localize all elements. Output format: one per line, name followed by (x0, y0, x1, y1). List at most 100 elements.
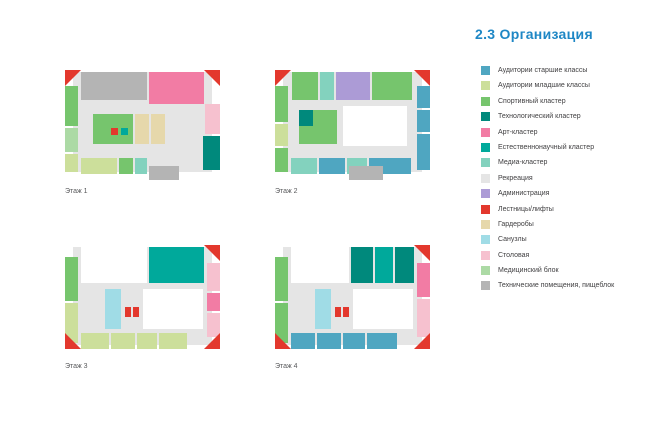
legend-item-cloak: Гардеробы (481, 219, 614, 229)
legend-item-stairs: Лестницы/лифты (481, 204, 614, 214)
block-art (207, 293, 220, 311)
block-science (149, 247, 204, 283)
legend-label: Арт-кластер (498, 128, 538, 136)
block-stairs (111, 128, 118, 135)
block-senior (417, 86, 430, 108)
floor-4: Этаж 4 (275, 245, 430, 375)
block-junior (65, 303, 78, 343)
legend-label: Технологический кластер (498, 113, 581, 121)
block-tech (351, 247, 373, 283)
legend-swatch-medical (481, 266, 490, 276)
block-science (375, 247, 393, 283)
block-sports (292, 72, 318, 100)
legend-swatch-admin (481, 189, 490, 199)
block-senior (417, 134, 430, 170)
legend-item-wc: Санузлы (481, 235, 614, 245)
block-senior (291, 333, 315, 349)
legend-item-sports: Спортивный кластер (481, 96, 614, 106)
legend-swatch-wc (481, 235, 490, 245)
block-tech (299, 110, 313, 126)
block-stairs (343, 307, 349, 317)
legend-label: Технические помещения, пищеблок (498, 282, 615, 290)
legend-item-technical: Технические помещения, пищеблок (481, 281, 615, 291)
block-wc (105, 289, 121, 329)
block-white (143, 289, 203, 329)
block-media (135, 158, 147, 174)
block-technical (349, 166, 383, 180)
block-white (81, 247, 147, 283)
legend-label: Гардеробы (498, 220, 534, 228)
legend-item-art: Арт-кластер (481, 127, 614, 137)
block-sports (275, 86, 288, 122)
legend-item-dining: Столовая (481, 250, 614, 260)
block-white (291, 247, 349, 283)
block-dining (207, 313, 220, 337)
block-junior (111, 333, 135, 349)
floor-plan-4 (275, 245, 430, 349)
block-wc (315, 289, 331, 329)
legend-item-recreation: Рекреация (481, 173, 614, 183)
legend-label: Санузлы (498, 236, 527, 244)
block-sports (119, 158, 133, 174)
legend-swatch-sports (481, 96, 490, 106)
block-tech (395, 247, 414, 283)
block-dining (207, 263, 220, 291)
block-junior (81, 158, 117, 174)
floor-2: Этаж 2 (275, 70, 430, 200)
legend-label: Рекреация (498, 174, 533, 182)
floor-3: Этаж 3 (65, 245, 220, 375)
block-tech (203, 136, 220, 170)
block-sports (275, 303, 288, 343)
legend-label: Лестницы/лифты (498, 205, 554, 213)
legend-swatch-science (481, 142, 490, 152)
floor-label: Этаж 3 (65, 363, 88, 370)
legend-swatch-junior (481, 81, 490, 91)
block-art (149, 72, 204, 104)
legend-label: Спортивный кластер (498, 97, 566, 105)
block-cloak (151, 114, 165, 144)
legend-swatch-dining (481, 250, 490, 260)
block-senior (317, 333, 341, 349)
block-admin (336, 72, 370, 100)
block-dining (417, 299, 430, 337)
legend-item-tech: Технологический кластер (481, 112, 614, 122)
block-sports (65, 86, 78, 126)
floor-label: Этаж 2 (275, 188, 298, 195)
legend-swatch-media (481, 158, 490, 168)
floor-plan-1 (65, 70, 220, 180)
block-cloak (135, 114, 149, 144)
block-sports (275, 148, 288, 172)
block-technical (149, 166, 179, 180)
block-dining (205, 104, 220, 134)
block-sports (372, 72, 412, 100)
block-sports (65, 257, 78, 301)
block-stairs (133, 307, 139, 317)
block-senior (319, 158, 345, 174)
block-junior (275, 124, 288, 146)
legend-item-senior: Аудитории старшие классы (481, 66, 614, 75)
block-junior (81, 333, 109, 349)
block-sports (275, 257, 288, 301)
legend-swatch-art (481, 127, 490, 137)
block-senior (343, 333, 365, 349)
block-junior (159, 333, 187, 349)
floor-plan-2 (275, 70, 430, 180)
block-media (320, 72, 334, 100)
floor-label: Этаж 4 (275, 363, 298, 370)
legend-label: Медицинский блок (498, 267, 559, 275)
legend-swatch-senior (481, 66, 490, 75)
legend-swatch-cloak (481, 219, 490, 229)
legend-swatch-recreation (481, 173, 490, 183)
legend-item-medical: Медицинский блок (481, 266, 614, 276)
block-stairs (335, 307, 341, 317)
floor-1: Этаж 1 (65, 70, 220, 200)
block-stairs (125, 307, 131, 317)
block-media (291, 158, 317, 174)
block-senior (367, 333, 397, 349)
block-white (353, 289, 413, 329)
legend-item-science: Естественнонаучный кластер (481, 142, 614, 152)
legend-label: Естественнонаучный кластер (498, 143, 595, 151)
block-science (121, 128, 128, 135)
